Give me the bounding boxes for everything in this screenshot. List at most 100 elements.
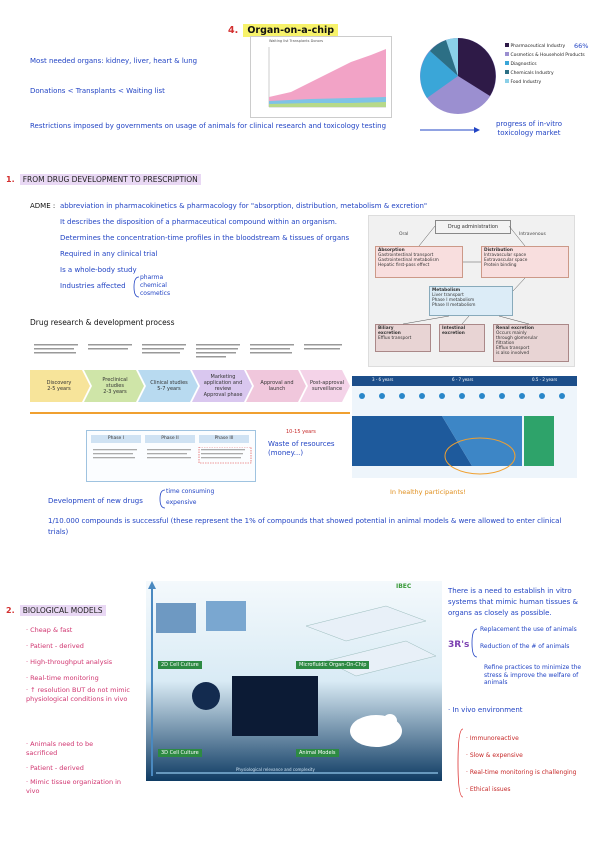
adme-label: ADME : [30,202,56,210]
toxicology-arrow [420,120,480,139]
list-item: · Real-time monitoring [26,674,99,682]
step-preclinical: Preclinical studies 2-3 years [102,377,128,395]
timeline-header: 3 - 6 years [372,377,394,382]
brace-icon [158,489,166,513]
industry-item: pharma [140,274,164,281]
timeline-header: 6 - 7 years [452,377,474,382]
step-descriptions [34,342,344,364]
section1-number: 1. [6,175,15,184]
adme-line-2: It describes the disposition of a pharma… [60,218,338,226]
intravenous-label: Intravenous [519,232,546,237]
adme-line-1: abbreviation in pharmacokinetics & pharm… [60,202,428,210]
three-r-item: Reduction of the # of animals [480,643,570,650]
step-approval: Approval and launch [260,380,294,392]
left-bottom-list: · Animals need to be sacrificed · Patien… [26,740,126,796]
red-brace-icon [456,728,464,802]
process-steps: Discovery 2-5 years Preclinical studies … [30,368,350,404]
pie-legend-item: Diagnostics [505,60,585,69]
phase-1: Phase I [91,435,141,443]
pie-legend-item: Cosmetics & Household Products [505,51,585,60]
participants-note: In healthy participants! [390,488,466,496]
donations-line: Donations < Transplants < Waiting list [30,87,165,95]
list-item: · Mimic tissue organization in vivo [26,778,122,795]
in-vivo-label: · In vivo environment [448,706,523,714]
section4-header: 4. Organ-on-a-chip [228,18,339,37]
section4-title: Organ-on-a-chip [243,24,339,37]
timeline-bar [30,412,350,414]
adme-line-5: Is a whole-body study [60,266,137,274]
brace-icon [132,276,140,302]
pie-percent: 66% [574,42,589,50]
pie-legend-item: Pharmaceutical Industry [505,42,585,51]
section2-header: 2. Biological models [6,598,106,617]
area-chart-legend: Waiting list Transplants Donors [269,39,324,43]
phase-2: Phase II [145,435,195,443]
invitro-need-text: There is a need to establish in vitro sy… [448,587,578,617]
three-r-label: 3R's [448,640,470,650]
toxicology-market-text: progress of in-vitro toxicology market [496,120,562,137]
step-discovery: Discovery 2-5 years [46,380,72,392]
brace-icon [470,628,478,662]
list-item: · High-throughput analysis [26,658,113,666]
pie-legend: Pharmaceutical Industry Cosmetics & Hous… [505,42,585,87]
label-animal-models: Animal Models [296,749,339,757]
section4-number: 4. [228,25,239,36]
success-line: 1/10.000 compounds is successful (these … [48,517,562,536]
step-clinical: Clinical studies 5-7 years [150,380,188,392]
label-3d-culture: 3D Cell Culture [158,749,202,757]
timeline-years: 10-15 years [286,429,316,435]
list-item: · Slow & expensive [466,752,523,759]
label-2d-culture: 2D Cell Culture [158,661,202,669]
list-item: · Ethical issues [466,786,511,793]
organs-line: Most needed organs: kidney, liver, heart… [30,57,198,65]
list-item: · ↑ resolution BUT do not mimic physiolo… [26,686,130,703]
clinical-phases: Phase I Phase II Phase III [86,430,256,482]
oral-label: Oral [399,232,409,237]
pie-legend-item: Food Industry [505,78,585,87]
step-marketing: Marketing application and review Approva… [203,374,243,398]
axis-x-label: Physiological relevance and complexity [236,767,315,772]
intestinal-box: Intestinal excretion [439,324,485,352]
list-item: · Real-time monitoring is challenging [466,769,577,776]
three-r-item: Refine practices to minimize the stress … [484,664,582,686]
list-item: · Patient - derived [26,764,84,772]
clinical-timeline-infographic: 3 - 6 years 6 - 7 years 0.5 - 2 years [352,376,577,478]
development-item: time consuming [166,488,215,495]
ibec-logo: IBEC [396,583,412,590]
section2-number: 2. [6,606,15,615]
adme-line-4: Required in any clinical trial [60,250,158,258]
list-item: · Immunoreactive [466,735,519,742]
development-label: Development of new drugs [48,497,143,505]
section1-title: From drug development to prescription [19,174,201,185]
drug-administration-box: Drug administration [435,220,511,234]
left-top-list: · Cheap & fast · Patient - derived · Hig… [26,622,136,704]
waiting-list-area-chart: Waiting list Transplants Donors [250,36,392,118]
toxicology-pie-chart [418,36,498,120]
list-item: · Animals need to be sacrificed [26,740,94,757]
phase-3: Phase III [199,435,249,443]
restrictions-line: Restrictions imposed by governments on u… [30,122,387,130]
right-bottom-list: · Immunoreactive · Slow & expensive · Re… [466,730,576,798]
development-item: expensive [166,499,197,506]
pie-legend-item: Chemicals Industry [505,69,585,78]
process-title: Drug research & development process [30,318,175,327]
waste-note: Waste of resources (money...) [268,440,335,457]
section1-header: 1. From drug development to prescription [6,167,201,186]
adme-line-3: Determines the concentration-time profil… [60,234,350,242]
step-post-approval: Post-approval surveillance [309,380,345,392]
industries-label: Industries affected [60,282,126,290]
industry-item: chemical [140,282,167,289]
timeline-header: 0.5 - 2 years [532,377,558,382]
section2-title: Biological models [19,605,106,616]
list-item: · Cheap & fast [26,626,73,634]
industry-item: cosmetics [140,290,171,297]
biological-models-figure: IBEC 2D Cell Culture Microfluidic Organ-… [146,581,442,781]
three-r-item: Replacement the use of animals [480,626,577,633]
list-item: · Patient - derived [26,642,84,650]
adme-diagram: Drug administration Oral Intravenous Abs… [368,215,575,367]
label-organ-on-chip: Microfluidic Organ-On-Chip [296,661,370,669]
